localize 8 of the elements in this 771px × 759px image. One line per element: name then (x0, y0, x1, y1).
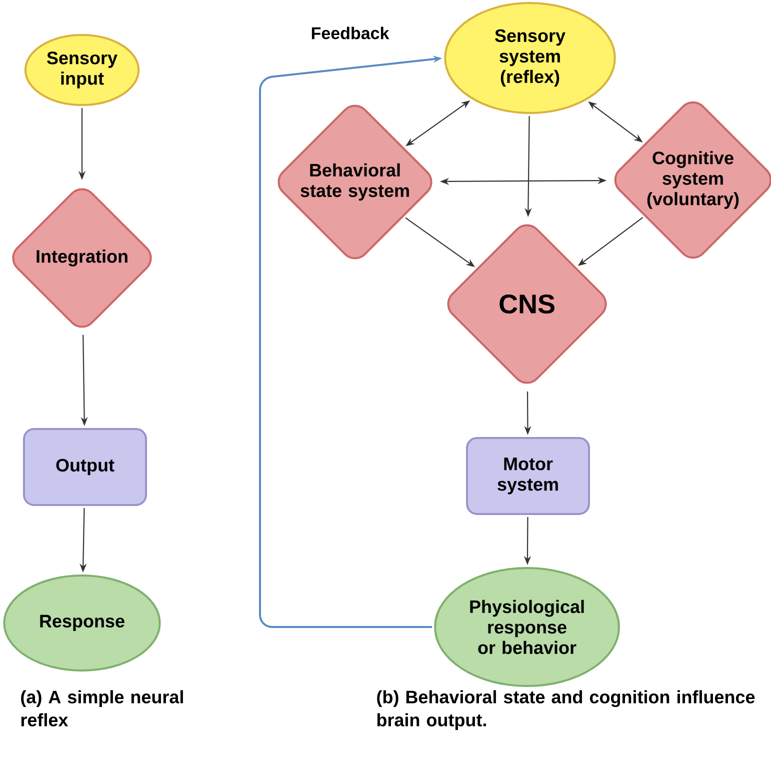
oval-node: Sensory system (reflex) (444, 2, 616, 114)
oval-node: Sensory input (24, 34, 140, 106)
oval-node: Response (3, 574, 161, 672)
process-box: Motor system (466, 437, 590, 515)
caption: (a) A simple neural reflex (21, 690, 183, 726)
edge-label: Feedback (308, 24, 392, 42)
process-box: Output (23, 428, 147, 506)
oval-node: Physiological response or behavior (434, 567, 620, 687)
